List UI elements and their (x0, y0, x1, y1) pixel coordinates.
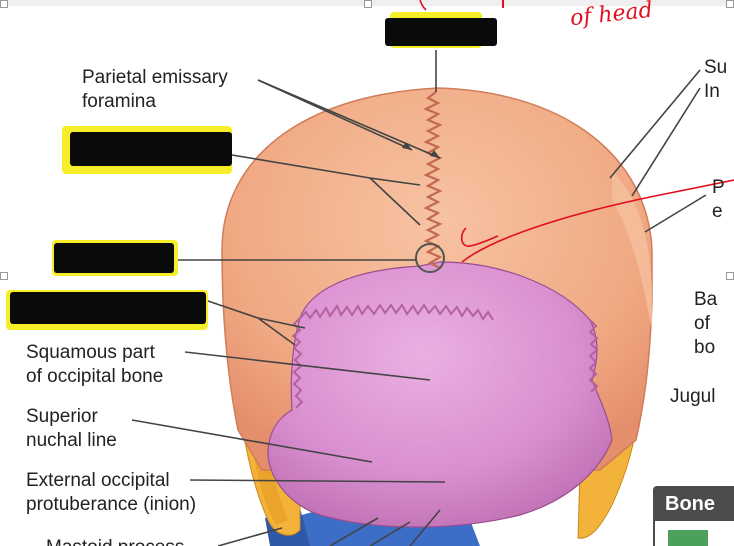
label-right-ba-of-bo: Ba of bo (694, 289, 718, 358)
occipital-bone-shape (267, 261, 613, 528)
lambdoid-suture-right-side (588, 319, 599, 393)
resize-handle-mid-left[interactable] (0, 272, 8, 280)
label-right-p-e: P e (712, 177, 725, 222)
resize-handle-top-mid[interactable] (364, 0, 372, 8)
label-superior-nuchal: Superior nuchal line (26, 406, 117, 451)
red-ink-tick-left (419, 0, 427, 11)
resize-handle-mid-right[interactable] (726, 272, 734, 280)
circle-marker-icon (415, 243, 445, 273)
redacted-label-top (385, 18, 497, 46)
label-right-su-in: Su In (704, 57, 728, 102)
redacted-label-left-3 (10, 292, 206, 324)
label-parietal-emissary: Parietal emissary foramina (82, 67, 228, 112)
leader-lines (131, 50, 707, 546)
sagittal-suture (423, 91, 443, 269)
label-right-jugul: Jugul (670, 386, 716, 407)
lambdoid-suture (299, 303, 494, 321)
arrowhead (402, 142, 412, 150)
resize-handle-top-right[interactable] (726, 0, 734, 8)
legend-title: Bone (665, 493, 715, 515)
parietal-right-band (612, 170, 652, 330)
label-squamous-part: Squamous part of occipital bone (26, 342, 164, 387)
redacted-label-left-1 (70, 132, 232, 166)
label-external-occipital: External occipital protuberance (inion) (26, 470, 197, 515)
arrowhead (430, 150, 440, 158)
redacted-label-left-2 (54, 243, 174, 273)
red-ink-hook (460, 227, 499, 247)
resize-handle-top-left[interactable] (0, 0, 8, 8)
legend-swatch (668, 530, 708, 546)
lambdoid-suture-left-side (291, 317, 304, 409)
red-ink-curve (461, 179, 734, 263)
label-mastoid-process: Mastoid process (46, 536, 184, 546)
